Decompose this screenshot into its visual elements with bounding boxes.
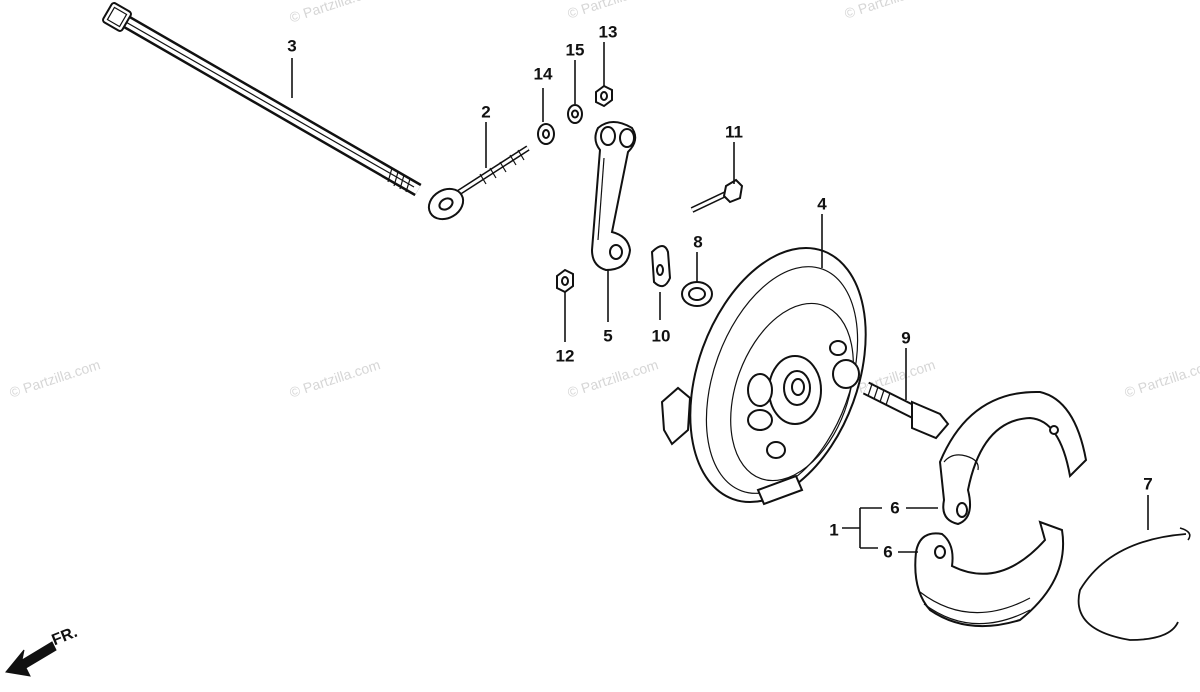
callout-6-upper: 6 [890,498,900,518]
part-11-bolt [690,178,744,213]
part-4-brake-panel [660,246,867,506]
callout-13: 13 [598,22,618,42]
callout-14: 14 [533,64,553,84]
callout-9: 9 [901,328,911,348]
part-13-nut [595,84,613,108]
part-6-shoe-upper [938,390,1088,526]
callout-12: 12 [555,346,575,366]
part-5-brake-arm [590,121,637,272]
callout-4: 4 [817,194,827,214]
callout-6-lower: 6 [883,542,893,562]
part-8-seal [681,281,713,307]
part-15-washer [567,104,583,124]
callout-8: 8 [693,232,703,252]
part-9-cam [862,381,950,440]
part-2-adjuster [427,145,530,221]
part-14-washer [537,123,555,145]
leader-lines [291,42,1149,553]
callout-11: 11 [725,122,743,142]
front-arrow-icon [5,641,57,677]
part-10-plate [650,245,672,288]
callout-3: 3 [287,36,297,56]
callout-10: 10 [651,326,671,346]
callout-15: 15 [565,40,585,60]
callout-7: 7 [1143,474,1153,494]
callout-1: 1 [829,520,839,540]
part-12-nut [556,268,574,294]
part-3-axle [102,2,422,197]
part-7-spring [1077,527,1191,641]
callout-2: 2 [481,102,491,122]
part-6-shoe-lower [914,520,1064,628]
callout-5: 5 [603,326,613,346]
